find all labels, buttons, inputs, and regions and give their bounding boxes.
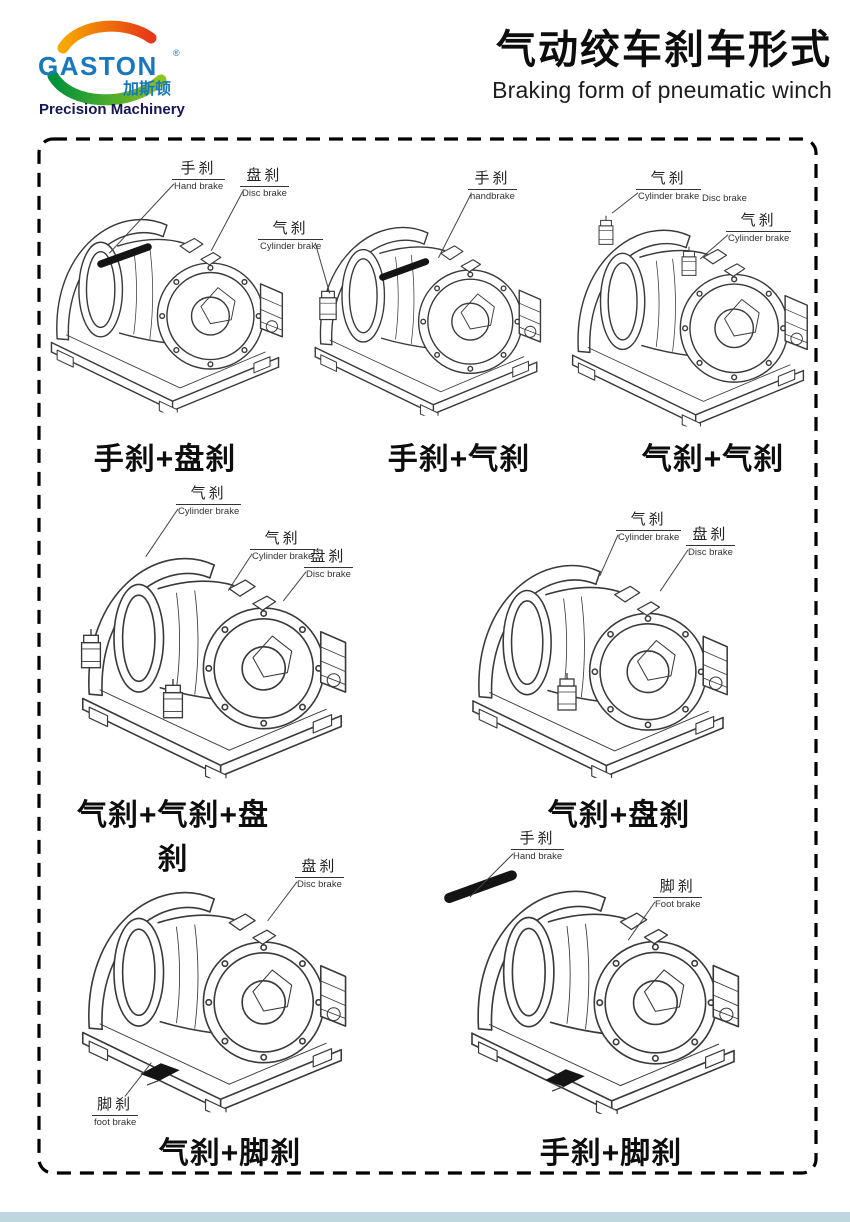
callout-zh: 盘刹 — [686, 526, 735, 546]
figure-caption-1: 手刹+盘刹 — [93, 443, 237, 476]
callout-cylinder-brake: 气刹 Cylinder brake — [145, 485, 242, 558]
callout-cylinder-brake: 气刹 Cylinder brake — [227, 530, 316, 591]
callout-en: Foot brake — [655, 899, 701, 910]
figure-caption-5: 气刹+盘刹 — [547, 799, 691, 832]
callout-en: Disc brake — [306, 569, 351, 580]
callout-disc-brake: 盘刹 Disc brake — [210, 167, 289, 251]
air-cylinder — [158, 678, 188, 724]
callout-disc-brake: 盘刹 Disc brake — [266, 858, 344, 922]
figure-caption-4: 气刹+气刹+盘刹 — [76, 799, 270, 876]
hand-brake-lever — [96, 240, 156, 270]
callout-en: Hand brake — [513, 851, 563, 862]
callout-disc-brake: 盘刹 Disc brake — [282, 548, 353, 602]
callout-en: Disc brake — [688, 547, 733, 558]
winch-illustration-6 — [72, 852, 352, 1114]
callout-en: foot brake — [94, 1117, 137, 1128]
callout-zh: 盘刹 — [240, 167, 289, 187]
callout-cylinder-brake: 气刹 Cylinder brake — [611, 170, 702, 214]
logo-brand-text: GASTON — [38, 51, 158, 81]
callout-foot-brake: 脚刹 Foot brake — [627, 878, 703, 941]
callout-en: Cylinder brake — [728, 233, 790, 244]
callout-en: Cylinder brake — [252, 551, 314, 562]
callout-zh: 盘刹 — [295, 858, 344, 878]
callout-zh: 气刹 — [176, 485, 242, 505]
callout-zh: 气刹 — [636, 170, 702, 190]
callout-en: Cylinder brake — [638, 191, 700, 202]
air-cylinder — [678, 246, 700, 280]
callout-en: Hand brake — [174, 181, 224, 192]
callout-zh: 手刹 — [468, 170, 517, 190]
callout-en: handbrake — [470, 191, 515, 202]
callout-en: Cylinder brake — [260, 241, 322, 252]
callout-cylinder-brake: 气刹 Cylinder brake — [699, 212, 792, 260]
page-title-en: Braking form of pneumatic winch — [492, 77, 832, 103]
callout-cylinder-brake: 气刹 Cylinder brake — [599, 511, 682, 577]
callout-en: Disc brake — [297, 879, 342, 890]
page-title-zh: 气动绞车刹车形式 — [496, 28, 832, 72]
callout-en: Disc brake — [702, 193, 747, 204]
gaston-logo: GASTON ® 加斯顿 Precision Machinery — [38, 20, 186, 118]
footer-accent-bar — [0, 1212, 850, 1222]
air-cylinder — [553, 672, 581, 716]
callout-zh: 脚刹 — [653, 878, 703, 898]
air-cylinder — [76, 628, 106, 674]
callout-en: Cylinder brake — [178, 506, 240, 517]
foot-pedal — [543, 1066, 587, 1092]
page-title-block: 气动绞车刹车形式 Braking form of pneumatic winch — [492, 28, 832, 104]
hand-brake-lever — [378, 255, 433, 283]
callout-zh: 手刹 — [172, 160, 226, 180]
foot-pedal — [138, 1060, 182, 1086]
callout-foot-brake: 脚刹 foot brake — [92, 1062, 152, 1129]
callout-en: Disc brake — [242, 188, 287, 199]
callout-en: Cylinder brake — [618, 532, 680, 543]
callout-zh: 气刹 — [616, 511, 682, 531]
callout-zh: 气刹 — [726, 212, 792, 232]
air-cylinder — [595, 215, 617, 249]
figure-caption-3: 气刹+气刹 — [641, 443, 785, 476]
figure-caption-7: 手刹+脚刹 — [539, 1137, 683, 1170]
hand-brake-lever — [430, 866, 535, 906]
winch-illustration-1 — [42, 168, 288, 430]
callout-disc-brake: 盘刹 Disc brake — [659, 526, 735, 592]
callout-zh: 气刹 — [258, 220, 324, 240]
callout-zh: 盘刹 — [304, 548, 353, 568]
callout-disc-brake: Disc brake — [700, 192, 749, 205]
logo-arc-orange — [57, 20, 157, 54]
callout-zh: 手刹 — [511, 830, 565, 850]
winch-illustration-2 — [306, 180, 546, 430]
winch-illustration-5 — [448, 528, 748, 778]
callout-zh: 气刹 — [250, 530, 316, 550]
callout-hand-brake: 手刹 Hand brake — [108, 160, 226, 254]
callout-cylinder-brake: 气刹 Cylinder brake — [258, 220, 331, 294]
logo-registered-mark: ® — [173, 48, 180, 58]
logo-tagline: Precision Machinery — [39, 101, 186, 118]
callout-hand-brake: 手刹 handbrake — [437, 170, 517, 259]
figure-caption-2: 手刹+气刹 — [387, 443, 531, 476]
logo-arc-green — [47, 70, 167, 106]
callout-zh: 脚刹 — [92, 1096, 139, 1116]
callout-hand-brake: 手刹 Hand brake — [469, 830, 565, 898]
dashed-border — [37, 137, 818, 1175]
logo-brand-zh: 加斯顿 — [122, 79, 171, 98]
figure-caption-6: 气刹+脚刹 — [158, 1137, 302, 1170]
